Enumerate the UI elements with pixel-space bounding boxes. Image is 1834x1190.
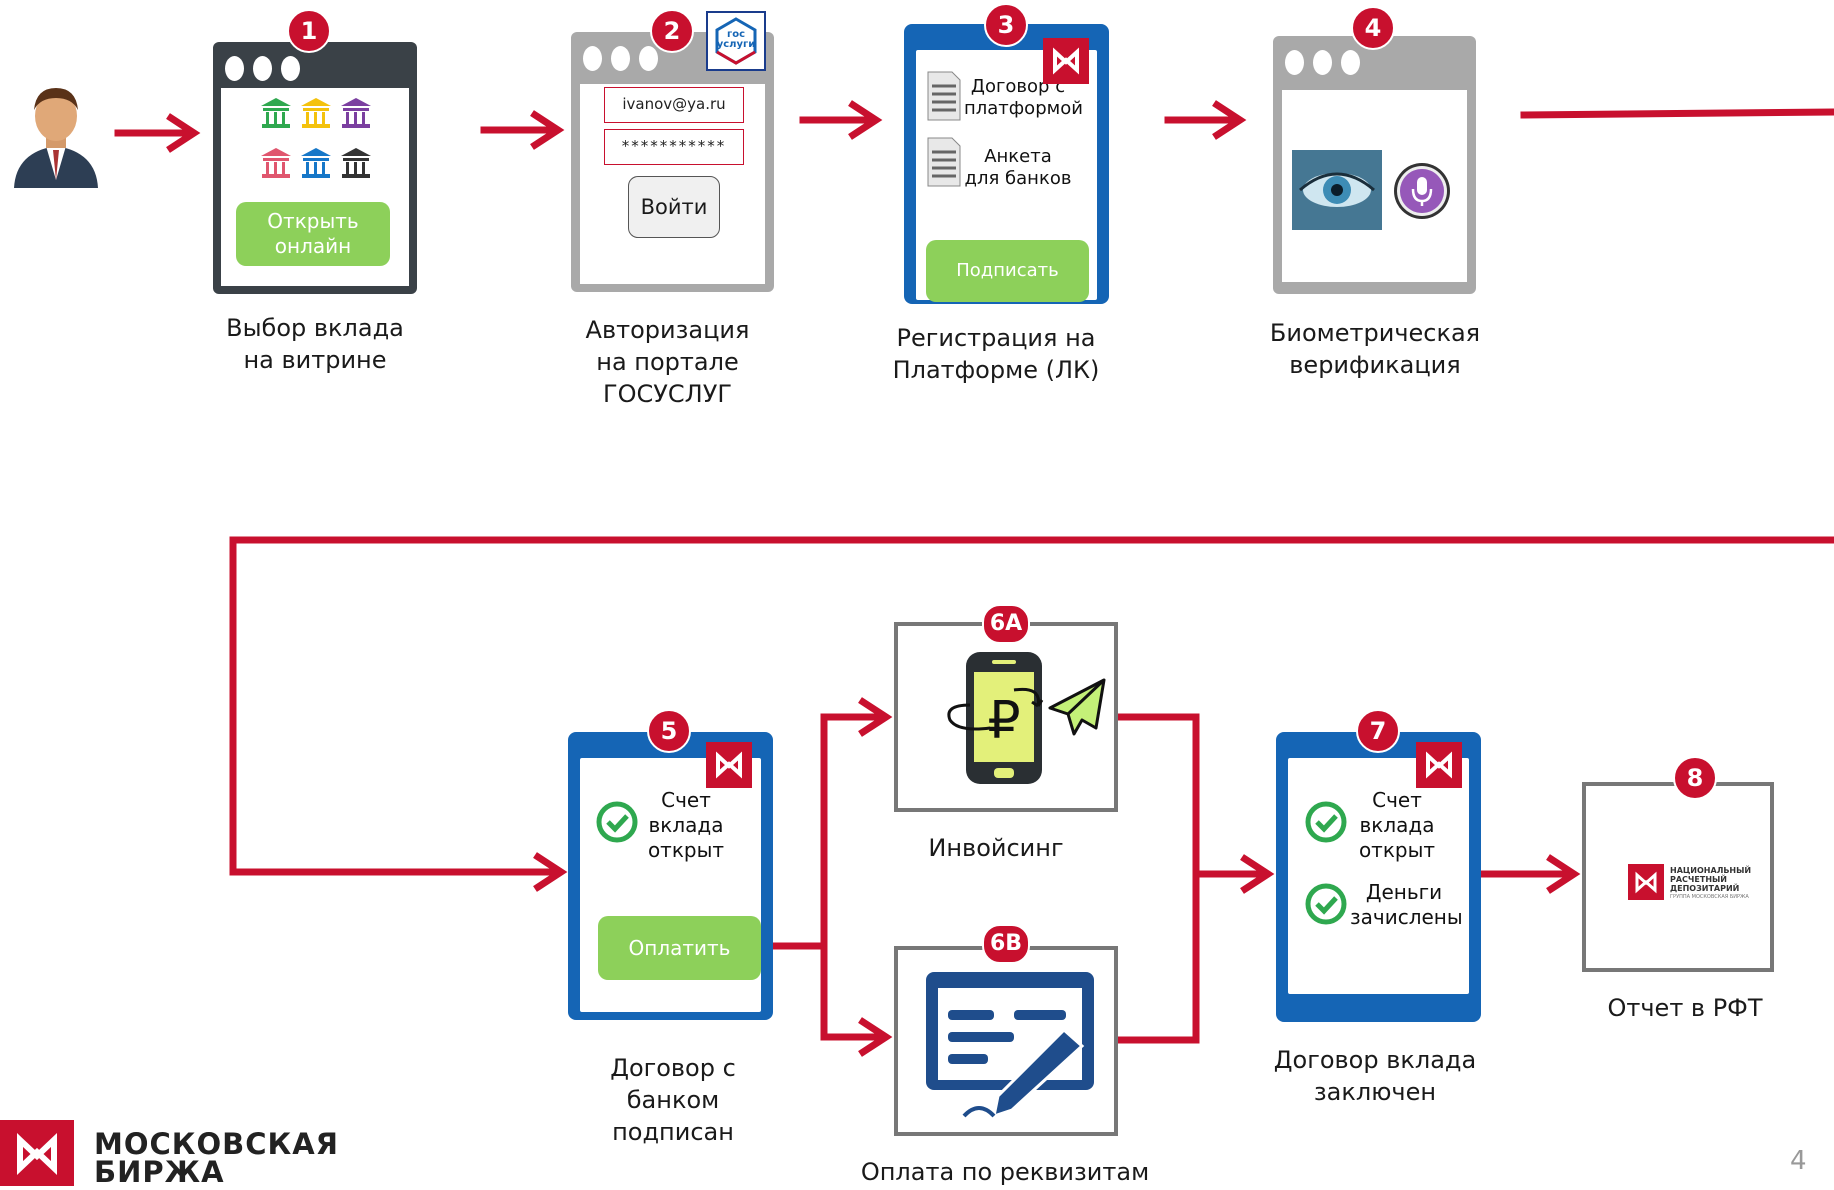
doc-bank-form: Анкета для банков bbox=[964, 146, 1072, 189]
check-icon bbox=[1305, 801, 1347, 843]
form-pen-icon bbox=[926, 972, 1094, 1119]
step3-window: Договор с платформой Анкета для банков П… bbox=[904, 24, 1109, 304]
svg-text:₽: ₽ bbox=[987, 691, 1020, 751]
step6b-badge: 6В bbox=[982, 924, 1030, 964]
moex-logo-icon bbox=[716, 751, 742, 779]
step6b-caption: Оплата по реквизитам bbox=[860, 1158, 1150, 1186]
bank-icons-grid bbox=[261, 98, 371, 178]
step2-screen: ivanov@ya.ru *********** Войти bbox=[580, 84, 765, 284]
line-split-up bbox=[820, 713, 884, 950]
arrowhead-1 bbox=[166, 113, 201, 153]
document-icon bbox=[927, 71, 961, 121]
step4-badge: 4 bbox=[1351, 6, 1395, 50]
moex-logo bbox=[1416, 742, 1462, 788]
user-avatar bbox=[14, 88, 98, 188]
step5-badge: 5 bbox=[647, 709, 691, 753]
brand-line2: БИРЖА bbox=[94, 1155, 225, 1189]
line-4-out bbox=[1520, 108, 1834, 119]
step2-caption: Авторизация на портале ГОСУСЛУГ bbox=[585, 316, 750, 408]
step3-badge: 3 bbox=[984, 3, 1028, 47]
email-field[interactable]: ivanov@ya.ru bbox=[604, 87, 744, 123]
moex-logo-icon bbox=[17, 1133, 57, 1175]
gosuslugi-logo: гос услуги bbox=[706, 11, 766, 71]
step2-badge: 2 bbox=[650, 9, 694, 53]
brand-line1: МОСКОВСКАЯ bbox=[94, 1127, 340, 1161]
step1-caption: Выбор вклада на витрине bbox=[226, 314, 404, 374]
step2-window: ivanov@ya.ru *********** Войти bbox=[571, 32, 774, 292]
step5-caption: Договор с банком подписан bbox=[610, 1054, 736, 1146]
step4-screen bbox=[1282, 90, 1467, 282]
line-6a-out bbox=[1114, 713, 1200, 1044]
arrowhead-4 bbox=[1212, 100, 1247, 140]
step7-screen: Счет вклада открыт Деньги зачислены bbox=[1288, 758, 1469, 994]
step6a-box: ₽ bbox=[894, 622, 1118, 812]
moex-logo-icon bbox=[1426, 751, 1452, 779]
window-dots bbox=[225, 56, 300, 81]
step7-badge: 7 bbox=[1356, 709, 1400, 753]
document-icon bbox=[927, 137, 961, 187]
money-credited-status: Деньги зачислены bbox=[1350, 880, 1463, 929]
gosuslugi-logo-icon bbox=[715, 17, 757, 65]
window-dots bbox=[1285, 50, 1360, 75]
step6a-badge: 6А bbox=[982, 604, 1030, 644]
brand-name: МОСКОВСКАЯ БИРЖА bbox=[94, 1127, 340, 1189]
gosuslugi-logo-text: гос услуги bbox=[716, 29, 756, 50]
moex-logo bbox=[1043, 38, 1089, 84]
nsd-logo bbox=[1628, 864, 1664, 900]
arrowhead-8 bbox=[1546, 854, 1581, 894]
step5-screen: Счет вклада открыт Оплатить bbox=[580, 758, 761, 1012]
moex-logo bbox=[706, 742, 752, 788]
microphone-icon bbox=[1394, 163, 1450, 219]
step8-box: НАЦИОНАЛЬНЫЙ РАСЧЕТНЫЙ ДЕПОЗИТАРИЙ ГРУПП… bbox=[1582, 782, 1774, 972]
step4-window bbox=[1273, 36, 1476, 294]
check-icon bbox=[596, 801, 638, 843]
line-split-down bbox=[820, 942, 884, 1041]
moex-logo-icon bbox=[1053, 47, 1079, 75]
check-icon bbox=[1305, 883, 1347, 925]
eye-icon bbox=[1292, 150, 1382, 230]
step3-screen: Договор с платформой Анкета для банков П… bbox=[916, 50, 1097, 302]
page-number: 4 bbox=[1790, 1146, 1807, 1176]
step1-window: Открыть онлайн bbox=[213, 42, 417, 294]
password-field[interactable]: *********** bbox=[604, 129, 744, 165]
step6a-caption: Инвойсинг bbox=[928, 834, 1064, 862]
moex-logo-icon bbox=[1635, 871, 1657, 894]
paper-plane-icon bbox=[1048, 678, 1106, 736]
pay-button[interactable]: Оплатить bbox=[598, 916, 761, 980]
step8-caption: Отчет в РФТ bbox=[1607, 994, 1763, 1022]
sign-button[interactable]: Подписать bbox=[926, 240, 1089, 302]
nsd-logo-text: НАЦИОНАЛЬНЫЙ РАСЧЕТНЫЙ ДЕПОЗИТАРИЙ bbox=[1670, 866, 1752, 893]
bank-icon bbox=[261, 98, 371, 178]
login-button[interactable]: Войти bbox=[628, 176, 720, 238]
step7-caption: Договор вклада заключен bbox=[1273, 1046, 1477, 1106]
line-loop bbox=[229, 536, 1834, 876]
step1-screen: Открыть онлайн bbox=[221, 88, 409, 286]
moex-footer-logo bbox=[0, 1120, 74, 1186]
arrowhead-3 bbox=[848, 100, 883, 140]
window-dots bbox=[583, 46, 658, 71]
step3-caption: Регистрация на Платформе (ЛК) bbox=[892, 324, 1100, 384]
arrowhead-2 bbox=[530, 110, 565, 150]
step6b-box bbox=[894, 946, 1118, 1136]
arrowhead-6a bbox=[858, 697, 893, 737]
arrowhead-6b bbox=[858, 1017, 893, 1057]
arrowhead-5 bbox=[533, 852, 568, 892]
step4-caption: Биометрическая верификация bbox=[1269, 319, 1481, 379]
arrowhead-7 bbox=[1240, 854, 1275, 894]
doc-platform-contract: Договор с платформой bbox=[964, 76, 1083, 119]
open-online-button[interactable]: Открыть онлайн bbox=[236, 202, 390, 266]
phone-ruble-icon: ₽ bbox=[947, 652, 1044, 784]
step1-badge: 1 bbox=[287, 9, 331, 53]
account-opened-status: Счет вклада открыт bbox=[1358, 788, 1436, 862]
step8-badge: 8 bbox=[1673, 756, 1717, 800]
nsd-logo-subtext: ГРУППА МОСКОВСКАЯ БИРЖА bbox=[1670, 894, 1749, 900]
account-opened-status: Счет вклада открыт bbox=[647, 788, 725, 862]
